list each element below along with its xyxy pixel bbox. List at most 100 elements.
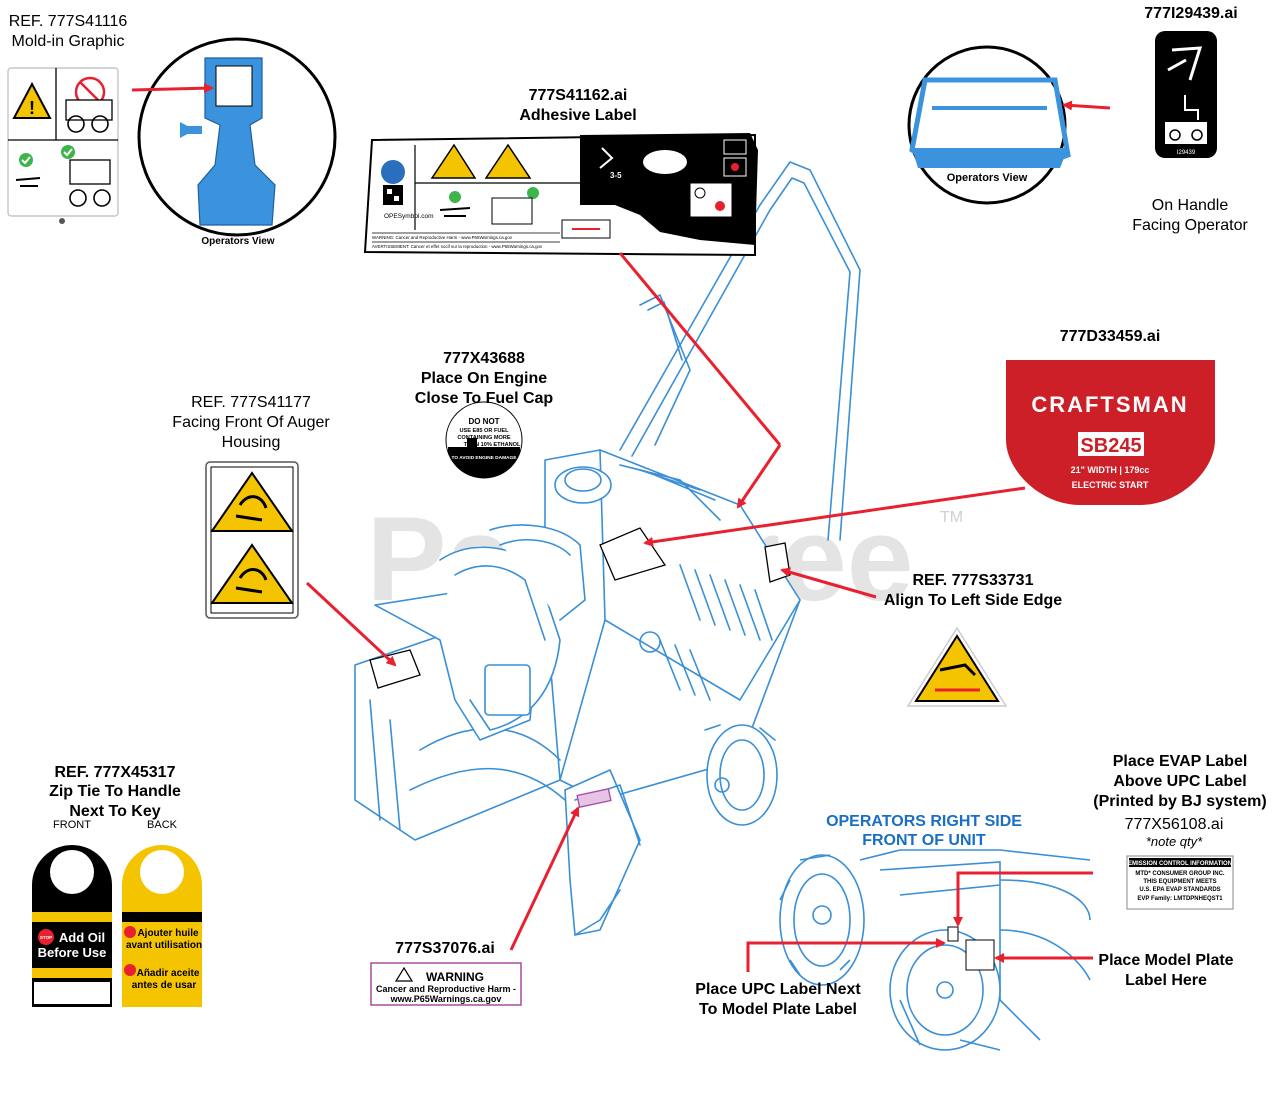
moldin-zoom-circle [137,37,337,237]
ziptie-line-2: Next To Key [69,803,161,820]
warning-label-line-1: Cancer and Reproductive Harm - [376,984,516,994]
craftsman-brand: CRAFTSMAN [1031,392,1188,417]
upc-line-2: To Model Plate Label [699,1001,857,1018]
evap-line-1: EMISSION CONTROL INFORMATION [1128,861,1232,867]
auger-line-2: Housing [221,434,281,451]
auger-arrow [305,581,397,667]
moldin-view: Operators View [201,236,275,247]
evap-line-c: (Printed by BJ system) [1093,793,1267,810]
prop65-warning-label [370,962,522,1006]
handle-line-2: Facing Operator [1132,217,1248,234]
left-edge-arrow [780,567,877,599]
craftsman-ref: 777D33459.ai [1059,328,1161,345]
moldin-ref: REF. 777S41116 [8,13,128,30]
upc-arrow [746,938,946,972]
handle-label [1155,31,1217,158]
fuel-cap-line-3: CONTAINING MORE [457,435,511,441]
craftsman-badge [1006,360,1215,505]
fuel-cap-line-1: DO NOT [468,417,499,426]
warning-label-target [576,788,612,808]
warning-ref: 777S37076.ai [395,940,495,957]
warning-small-icon [394,966,414,982]
leftedge-ref: REF. 777S33731 [912,572,1034,589]
fuel-cap-line-4: THAN 10% ETHANOL [464,442,521,448]
warning-arrow [509,806,580,951]
manual-icon [381,160,405,184]
hot-surface-label [906,626,1008,707]
fuel-cap-line-2: USE E85 OR FUEL [459,428,509,434]
evap-ref: 777X56108.ai [1124,816,1224,833]
evap-line-3: THIS EQUIPMENT MEETS [1143,879,1216,885]
upc-line-1: Place UPC Label Next [695,981,861,998]
fuel-cap-line-5: TO AVOID ENGINE DAMAGE [452,455,518,461]
front-tag-line-1: Add Oil [59,930,105,945]
auger-ref: REF. 777S41177 [191,394,311,411]
back-tag-line-3: Añadir aceite [137,968,200,979]
craftsman-arrow [643,486,1026,547]
back-tag-line-2: avant utilisation [126,940,202,951]
adhesive-arrow [736,444,782,509]
handle-zoom-circle [907,45,1071,205]
gear-cutout-icon [50,850,94,894]
evap-note: *note qty* [1145,834,1203,849]
zip-tie-tag-back [122,845,202,1007]
evap-line-5: EVP Family: LMTDPNHEQST1 [1137,896,1223,902]
engine-line-2: Close To Fuel Cap [414,390,554,407]
engine-ref: 777X43688 [443,350,525,367]
left-edge-label-target [764,542,791,583]
front-tag-line-2: Before Use [38,945,107,960]
handle-label-code: I29439 [1177,150,1196,156]
snowblower-illustration [354,161,861,936]
ziptie-line-1: Zip Tie To Handle [49,783,181,800]
evap-line-a: Place EVAP Label [1112,753,1248,770]
adhesive-warning-fr: AVERTISSEMENT: Cancer et effet nocif sur… [372,244,543,249]
svg-text:!: ! [29,98,35,118]
right-side-line-2: FRONT OF UNIT [862,832,986,849]
right-side-line-1: OPERATORS RIGHT SIDE [826,813,1022,830]
back-tag-line-1: Ajouter huile [137,928,199,939]
zip-tie-tag-front [32,845,112,1007]
auger-label-target [369,649,421,689]
handle-ref: 777I29439.ai [1144,5,1238,22]
model-plate-line-2: Label Here [1125,972,1207,989]
warning-triangle-icon [12,81,52,119]
evap-label [1126,855,1234,910]
ziptie-ref: REF. 777X45317 [54,764,176,781]
stop-icon [38,929,54,945]
handle-arrow [1062,100,1111,111]
auger-line-1: Facing Front Of Auger [172,414,330,431]
check-icon [19,153,33,167]
right-side-illustration [779,849,1091,1051]
leftedge-desc: Align To Left Side Edge [883,592,1063,609]
fuel-cap-label [445,401,523,479]
evap-line-4: U.S. EPA EVAP STANDARDS [1139,887,1220,893]
craftsman-start: ELECTRIC START [1072,480,1149,490]
warning-label-line-2: www.P65Warnings.ca.gov [390,994,502,1004]
ope-symbol-text: OPESymbol.com [384,213,434,220]
adhesive-ref: 777S41162.ai [528,87,628,104]
adhesive-desc: Adhesive Label [519,107,637,124]
ziptie-front-label: FRONT [53,819,91,831]
adhesive-label [363,133,758,257]
speed-text: 3-5 [610,171,622,180]
engine-line-1: Place On Engine [420,370,548,387]
evap-line-b: Above UPC Label [1113,773,1247,790]
moldin-desc: Mold-in Graphic [11,33,125,50]
craftsman-model: SB245 [1080,435,1141,457]
auger-label [205,461,299,619]
warning-label-title: WARNING [426,970,484,984]
model-plate-targets [947,926,995,971]
handle-line-1: On Handle [1151,197,1229,214]
evap-arrow [953,871,1093,927]
watermark-tm: TM [940,509,963,526]
stop-text: STOP [40,935,52,940]
handle-view: Operators View [946,172,1028,184]
model-plate-line-1: Place Model Plate [1098,952,1234,969]
qr-code [383,185,403,205]
moldin-graphic-label: ! [7,67,119,224]
moldin-arrow [131,83,214,94]
craftsman-spec: 21" WIDTH | 179cc [1071,465,1150,475]
back-tag-line-4: antes de usar [132,980,197,991]
